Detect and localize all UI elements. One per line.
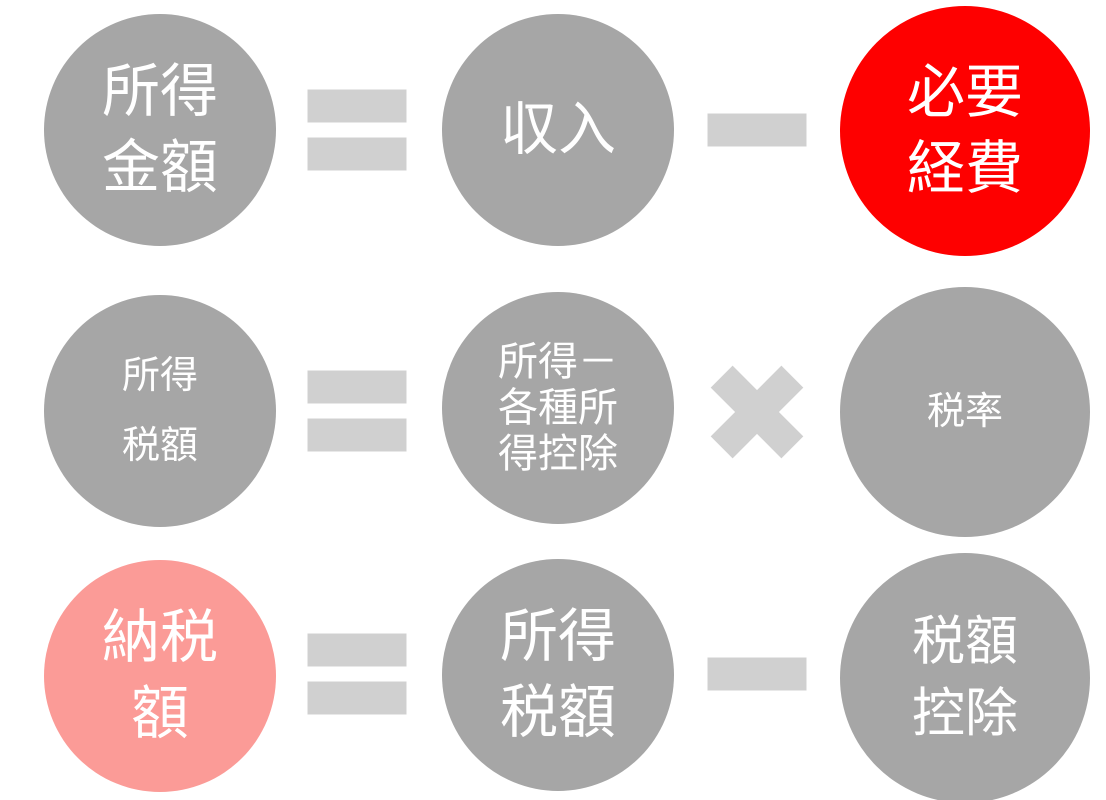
circle-label-line: 必要 (906, 60, 1023, 125)
circle-label-line: 所得 (499, 604, 616, 669)
circle-label-line: 税額 (499, 680, 616, 745)
circle-label-line: 税額 (121, 425, 198, 467)
equals-bar-bottom (307, 418, 407, 452)
circle-revenue: 収入 (442, 14, 674, 246)
circle-tax-rate: 税率 (840, 287, 1090, 537)
circle-label-line: 所得－ (498, 340, 618, 384)
circle-label-line: 収入 (499, 97, 616, 162)
circle-label-line: 経費 (906, 136, 1023, 201)
circle-label-line: 各種所 (498, 386, 618, 430)
minus-bar (707, 113, 807, 147)
minus-sign (707, 113, 807, 147)
circle-label-line: 金額 (101, 135, 218, 200)
circle-label-line: 額 (130, 681, 189, 746)
circle-income-amount: 所得 金額 (44, 14, 276, 246)
circle-income-minus-deductions: 所得－ 各種所 得控除 (442, 292, 674, 524)
equals-sign (307, 633, 407, 715)
equals-sign (307, 370, 407, 452)
circle-label-line: 得控除 (498, 432, 618, 476)
equals-sign (307, 89, 407, 171)
equals-bar-top (307, 370, 407, 404)
circle-tax-credit: 税額 控除 (840, 553, 1090, 800)
minus-bar (707, 657, 807, 691)
circle-label-line: 税額 (912, 612, 1018, 671)
circle-label-line: 所得 (121, 355, 198, 397)
circle-necessary-expenses: 必要 経費 (840, 6, 1090, 256)
multiply-sign (709, 364, 805, 460)
equals-bar-bottom (307, 137, 407, 171)
equals-bar-top (307, 89, 407, 123)
circle-tax-payment-amount: 納税 額 (44, 560, 276, 792)
circle-income-tax-amount-second: 所得 税額 (442, 559, 674, 791)
minus-sign (707, 657, 807, 691)
equals-bar-top (307, 633, 407, 667)
circle-label-line: 税率 (926, 391, 1003, 433)
circle-label-line: 所得 (101, 59, 218, 124)
circle-income-tax-amount: 所得 税額 (44, 295, 276, 527)
equals-bar-bottom (307, 681, 407, 715)
circle-label-line: 控除 (912, 684, 1018, 743)
circle-label-line: 納税 (101, 605, 218, 670)
